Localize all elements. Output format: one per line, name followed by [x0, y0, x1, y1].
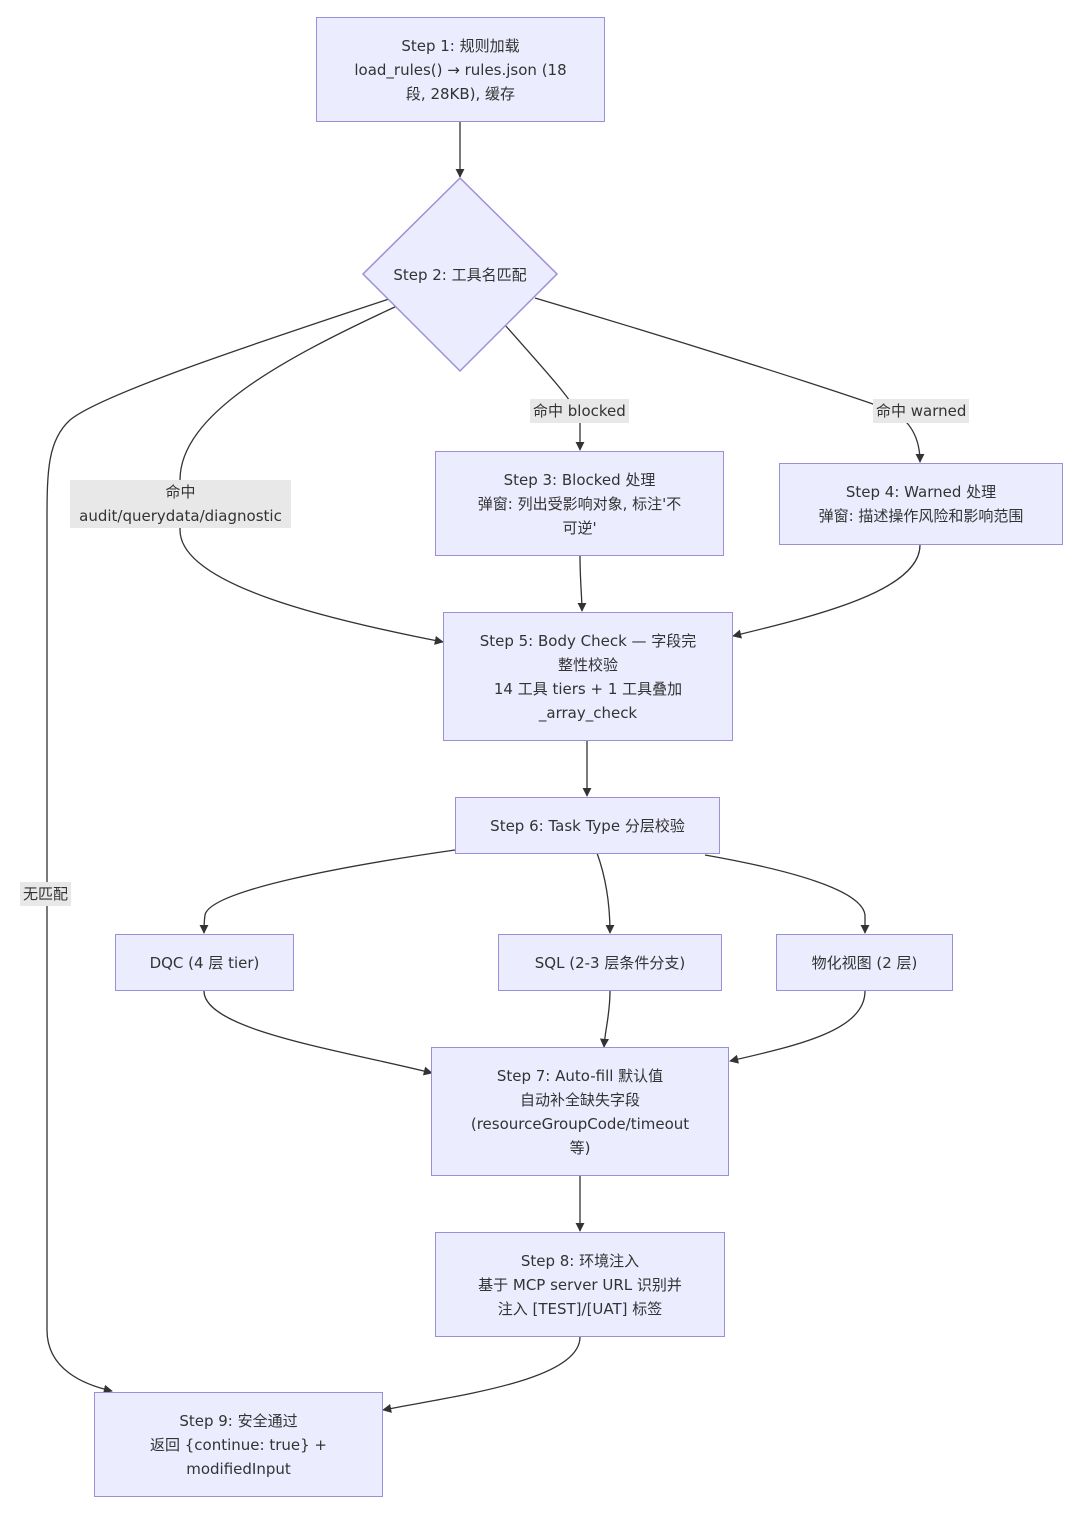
edge-mv-step7: [729, 990, 866, 1064]
step5-line-4: _array_check: [538, 703, 638, 722]
node-mv: 物化视图 (2 层): [776, 934, 953, 991]
edge-label-nomatch: 无匹配: [20, 882, 72, 906]
step2-label: Step 2: 工具名匹配: [393, 266, 527, 284]
edge-sql-step7: [599, 990, 611, 1048]
edge-step3-step5: [577, 555, 587, 612]
edge-step6-mv: [704, 854, 870, 934]
dqc-label: DQC (4 层 tier): [149, 953, 260, 972]
node-step4: Step 4: Warned 处理 弹窗: 描述操作风险和影响范围: [779, 463, 1063, 545]
step8-line-1: Step 8: 环境注入: [520, 1251, 640, 1270]
node-step3: Step 3: Blocked 处理 弹窗: 列出受影响对象, 标注'不 可逆': [435, 451, 724, 556]
edge-label-warned: 命中 warned: [873, 399, 970, 423]
node-dqc: DQC (4 层 tier): [115, 934, 294, 991]
step1-line-1: Step 1: 规则加载: [401, 36, 520, 55]
node-step8: Step 8: 环境注入 基于 MCP server URL 识别并 注入 [T…: [435, 1232, 725, 1337]
step4-line-2: 弹窗: 描述操作风险和影响范围: [818, 507, 1024, 525]
audit-label-line-1: 命中: [165, 483, 196, 501]
edge-label-blocked: 命中 blocked: [530, 399, 629, 423]
step3-line-1: Step 3: Blocked 处理: [503, 470, 656, 489]
step5-line-2: 整性校验: [557, 655, 618, 674]
node-sql: SQL (2-3 层条件分支): [498, 934, 722, 991]
step2-diamond-shape: [361, 176, 559, 373]
mv-label: 物化视图 (2 层): [811, 953, 918, 972]
edge-step4-step5: [732, 544, 921, 639]
node-step2: Step 2: 工具名匹配: [363, 178, 557, 371]
step7-line-1: Step 7: Auto-fill 默认值: [496, 1066, 664, 1085]
step1-line-3: 段, 28KB), 缓存: [405, 84, 516, 103]
node-step5: Step 5: Body Check — 字段完 整性校验 14 工具 tier…: [443, 612, 733, 741]
step9-line-3: modifiedInput: [186, 1459, 291, 1478]
step7-line-2: 自动补全缺失字段: [519, 1090, 640, 1109]
edge-step6-sql: [596, 852, 615, 934]
step8-line-2: 基于 MCP server URL 识别并: [478, 1275, 682, 1294]
audit-label-line-2: audit/querydata/diagnostic: [79, 507, 282, 525]
step8-line-3: 注入 [TEST]/[UAT] 标签: [497, 1299, 663, 1318]
step3-line-3: 可逆': [562, 518, 597, 537]
step5-line-1: Step 5: Body Check — 字段完: [479, 631, 697, 650]
edge-step6-dqc: [199, 849, 456, 934]
sql-label: SQL (2-3 层条件分支): [534, 953, 686, 972]
step6-label: Step 6: Task Type 分层校验: [490, 816, 685, 835]
step4-line-1: Step 4: Warned 处理: [845, 483, 997, 501]
edge-step2-step5: [179, 305, 444, 645]
edge-dqc-step7: [203, 990, 433, 1076]
node-step7: Step 7: Auto-fill 默认值 自动补全缺失字段 (resource…: [431, 1047, 729, 1176]
step9-line-2: 返回 {continue: true} +: [149, 1435, 328, 1454]
edge-step2-step9: [46, 298, 390, 1394]
step5-line-3: 14 工具 tiers + 1 工具叠加: [493, 679, 683, 698]
edge-step8-step9: [382, 1336, 581, 1413]
edge-step2-step4: [534, 297, 925, 463]
node-step9: Step 9: 安全通过 返回 {continue: true} + modif…: [94, 1392, 383, 1497]
step1-line-2: load_rules() → rules.json (18: [354, 60, 567, 79]
step9-line-1: Step 9: 安全通过: [179, 1411, 298, 1430]
step3-line-2: 弹窗: 列出受影响对象, 标注'不: [477, 494, 682, 513]
node-step1: Step 1: 规则加载 load_rules() → rules.json (…: [316, 17, 605, 122]
step7-line-3: (resourceGroupCode/timeout: [470, 1114, 690, 1133]
step7-line-4: 等): [569, 1138, 591, 1157]
node-step6: Step 6: Task Type 分层校验: [455, 797, 720, 854]
edge-label-audit: 命中 audit/querydata/diagnostic: [70, 480, 291, 528]
